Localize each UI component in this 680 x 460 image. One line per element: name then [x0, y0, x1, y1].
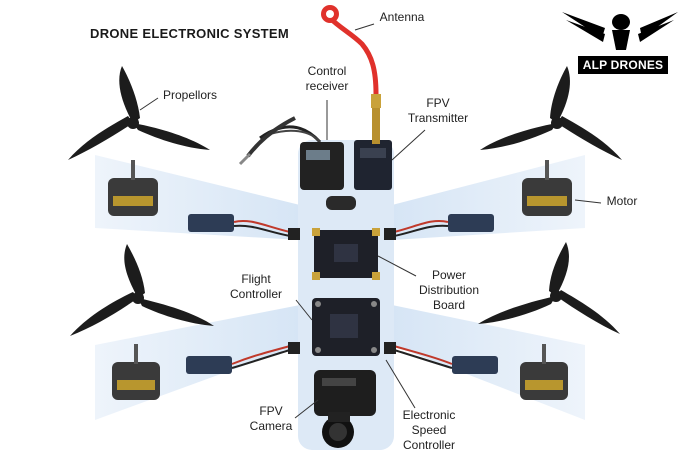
eagle-icon: [562, 12, 678, 50]
label-esc-line1: Electronic: [402, 408, 456, 422]
motor-top-left: [108, 160, 158, 216]
label-propellors: Propellors: [158, 88, 222, 103]
label-motor-text: Motor: [606, 194, 638, 208]
label-antenna-text: Antenna: [379, 10, 425, 24]
motor-top-right: [522, 160, 572, 216]
label-control-receiver: Control receiver: [296, 64, 358, 94]
flight-controller: [312, 298, 380, 356]
propeller-top-right: [480, 66, 622, 160]
label-flight-controller-line2: Controller: [229, 287, 283, 301]
logo-text: ALP DRONES: [578, 56, 668, 74]
esc-bottom-left: [186, 342, 300, 374]
label-esc-line3: Controller: [402, 438, 456, 452]
label-fpv-transmitter: FPV Transmitter: [400, 96, 476, 126]
diagram-title: DRONE ELECTRONIC SYSTEM: [90, 26, 290, 41]
label-esc: Electronic Speed Controller: [392, 408, 466, 453]
label-fpv-camera-line1: FPV: [259, 404, 283, 418]
label-control-receiver-line1: Control: [307, 64, 347, 78]
label-antenna: Antenna: [372, 10, 432, 25]
arm-top-left: [95, 155, 300, 240]
propeller-top-left: [68, 66, 210, 160]
fpv-transmitter: [354, 140, 392, 190]
label-propellors-text: Propellors: [162, 88, 218, 102]
label-flight-controller: Flight Controller: [222, 272, 290, 302]
vtx-antenna: [321, 5, 381, 144]
esc-bottom-right: [384, 342, 498, 374]
label-power-distribution-board: Power Distribution Board: [412, 268, 486, 313]
motor-bottom-right: [520, 344, 568, 400]
label-flight-controller-line1: Flight: [241, 272, 271, 286]
leader-lines: [139, 23, 602, 419]
label-fpv-transmitter-line2: Transmitter: [407, 111, 469, 125]
label-pdb-line1: Power: [431, 268, 466, 282]
fpv-camera: [314, 370, 376, 448]
control-receiver: [259, 125, 344, 190]
receiver-antenna: [238, 116, 296, 166]
propeller-bottom-right: [478, 242, 620, 334]
label-esc-line2: Speed: [411, 423, 447, 437]
arm-top-right: [392, 155, 585, 240]
label-fpv-camera-line2: Camera: [249, 419, 293, 433]
esc-top-left: [188, 214, 300, 240]
motor-bottom-left: [112, 344, 160, 400]
label-motor: Motor: [602, 194, 642, 209]
esc-top-right: [384, 214, 494, 240]
label-pdb-line2: Distribution: [418, 283, 480, 297]
label-control-receiver-line2: receiver: [305, 79, 349, 93]
propeller-bottom-left: [70, 244, 214, 336]
board-mount: [326, 196, 356, 210]
label-pdb-line3: Board: [432, 298, 466, 312]
power-distribution-board: [312, 228, 380, 280]
label-fpv-camera: FPV Camera: [248, 404, 294, 434]
label-fpv-transmitter-line1: FPV: [426, 96, 450, 110]
